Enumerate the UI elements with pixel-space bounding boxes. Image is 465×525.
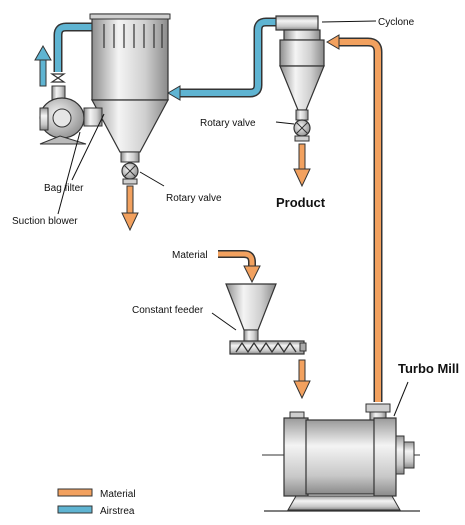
suction-blower: [39, 73, 103, 145]
bag-filter: [89, 13, 171, 163]
label-product: Product: [276, 195, 326, 210]
label-turbo-mill: Turbo Mill: [398, 361, 459, 376]
turbo-mill: [262, 403, 420, 512]
material-duct-mill-to-cyclone: [338, 37, 383, 402]
legend-material-swatch: [57, 488, 93, 497]
label-material: Material: [172, 250, 208, 261]
label-rotary-valve-bottom: Rotary valve: [166, 193, 222, 204]
product-arrow-left: [121, 185, 139, 232]
air-duct-cyclone-to-filter: [176, 17, 276, 98]
label-bag-filter: Bag filter: [44, 183, 84, 194]
legend: Material Airstrea: [57, 488, 136, 517]
label-cyclone: Cyclone: [378, 17, 415, 28]
feed-arrow-to-mill: [293, 359, 311, 400]
material-arrow-into-cyclone: [326, 34, 340, 50]
material-feed-arrow: [218, 250, 261, 284]
air-arrow-into-filter: [167, 85, 181, 101]
rotary-valve-bottom: [121, 162, 139, 185]
leader-lines: [57, 20, 409, 417]
constant-feeder: [225, 283, 307, 355]
legend-material-label: Material: [100, 489, 136, 500]
label-constant-feeder: Constant feeder: [132, 305, 204, 316]
air-duct-blower-to-filter: [53, 22, 95, 72]
exhaust-arrow: [34, 44, 52, 87]
legend-airstream-label: Airstrea: [100, 506, 135, 517]
cyclone: [275, 15, 325, 121]
label-suction-blower: Suction blower: [12, 216, 78, 227]
legend-airstream-swatch: [57, 505, 93, 514]
product-arrow-right: [293, 143, 311, 188]
label-rotary-valve-top: Rotary valve: [200, 118, 256, 129]
rotary-valve-top: [293, 119, 311, 142]
